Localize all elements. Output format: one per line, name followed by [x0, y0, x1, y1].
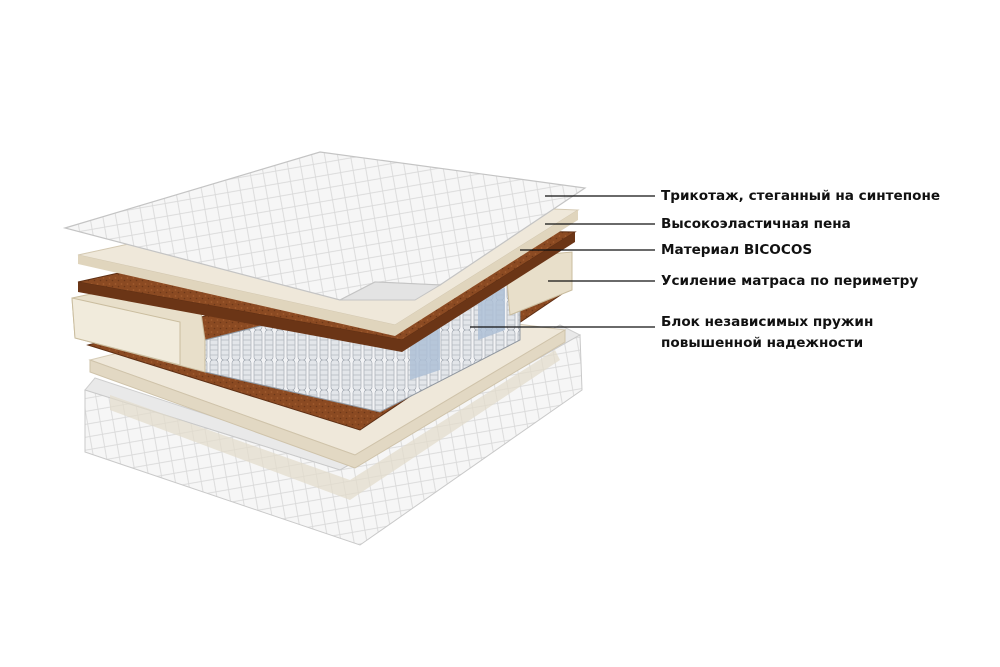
label-springs-line-1: Блок независимых пружин — [661, 314, 874, 330]
label-foam: Высокоэластичная пена — [661, 214, 851, 235]
leader-lines — [470, 195, 655, 328]
label-springs-line-2: повышенной надежности — [661, 335, 864, 351]
label-perimeter-line: Усиление матраса по периметру — [661, 273, 919, 289]
label-knit: Трикотаж, стеганный на синтепоне — [661, 186, 940, 207]
label-bicocos: Материал BICOCOS — [661, 240, 812, 261]
label-foam-line: Высокоэластичная пена — [661, 216, 851, 232]
label-springs: Блок независимых пружин повышенной надеж… — [661, 312, 873, 354]
label-bicocos-line: Материал BICOCOS — [661, 242, 813, 258]
label-knit-line: Трикотаж, стеганный на синтепоне — [661, 188, 941, 204]
top-quilted-layer — [62, 151, 587, 301]
bottom-cover-layer — [84, 324, 583, 546]
label-perimeter: Усиление матраса по периметру — [661, 271, 918, 292]
